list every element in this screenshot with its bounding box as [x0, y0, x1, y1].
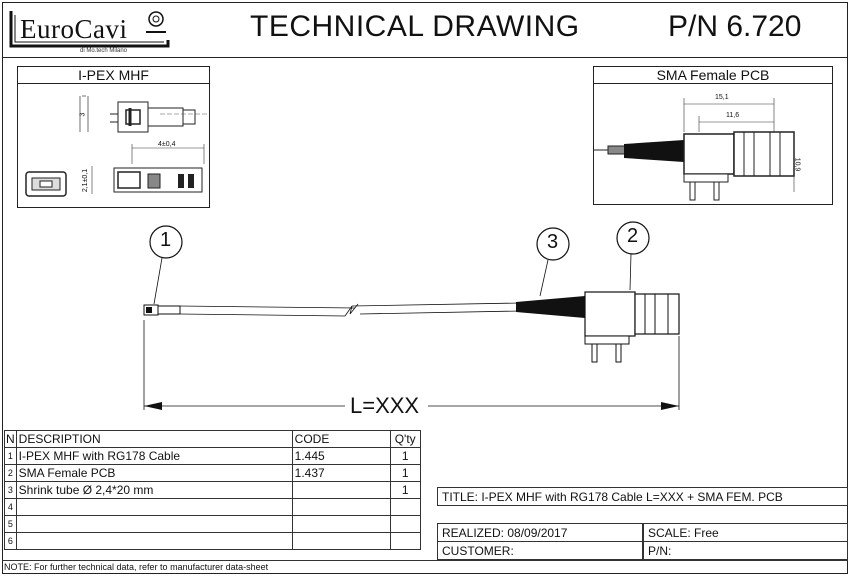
- header-divider: [2, 57, 848, 58]
- logo-text: EuroCavi: [20, 14, 128, 44]
- logo-frame-icon: [9, 11, 170, 48]
- bom-header-description: DESCRIPTION: [15, 430, 293, 448]
- bom-header-n: N: [4, 430, 17, 448]
- bom-cell-description: [15, 515, 293, 533]
- bom-cell-qty: [389, 498, 421, 516]
- bom-cell-description: SMA Female PCB: [15, 464, 293, 482]
- bom-cell-qty: 1: [389, 447, 421, 465]
- footer-note: NOTE: For further technical data, refer …: [4, 562, 269, 572]
- bom-cell-code: [291, 498, 391, 516]
- length-dimension-label: L=XXX: [350, 393, 420, 418]
- bom-header-qty: Q'ty: [389, 430, 421, 448]
- page-title: TECHNICAL DRAWING: [250, 10, 580, 43]
- sma-detail-panel: SMA Female PCB 15,1 11,6 10,9: [593, 66, 833, 205]
- bom-cell-n: 1: [4, 447, 17, 465]
- title-block-pn: P/N:: [643, 541, 848, 560]
- callout-2: 2: [627, 225, 639, 247]
- bom-header-code: CODE: [291, 430, 391, 448]
- bom-cell-qty: [389, 532, 421, 550]
- bom-cell-code: [291, 532, 391, 550]
- bom-cell-n: 2: [4, 464, 17, 482]
- table-row: 5: [4, 515, 421, 533]
- sma-panel-title: SMA Female PCB: [594, 67, 832, 84]
- logo-subtitle: di Mo.tech Milano: [80, 48, 128, 54]
- table-row: 6: [4, 532, 421, 550]
- bom-table: N DESCRIPTION CODE Q'ty 1 I-PEX MHF with…: [4, 430, 421, 550]
- title-block-realized: REALIZED: 08/09/2017: [437, 523, 643, 542]
- bom-cell-qty: 1: [389, 481, 421, 499]
- bom-cell-n: 3: [4, 481, 17, 499]
- table-row: 3 Shrink tube Ø 2,4*20 mm 1: [4, 481, 421, 499]
- ipex-dim-length: 4±0,4: [158, 141, 176, 148]
- logo: EuroCavi di Mo.tech Milano: [8, 8, 176, 54]
- note-divider: [2, 560, 848, 561]
- bom-cell-qty: [389, 515, 421, 533]
- ipex-detail-panel: I-PEX MHF 3 4±0,4 2,1±0,1: [17, 66, 210, 208]
- bom-cell-code: [291, 515, 391, 533]
- sma-dim-overall-length: 15,1: [715, 94, 729, 101]
- callout-3: 3: [547, 231, 559, 253]
- title-block-customer: CUSTOMER:: [437, 541, 643, 560]
- bom-cell-description: Shrink tube Ø 2,4*20 mm: [15, 481, 293, 499]
- bom-cell-code: 1.437: [291, 464, 391, 482]
- bom-cell-code: [291, 481, 391, 499]
- bom-cell-code: 1.445: [291, 447, 391, 465]
- table-row: 2 SMA Female PCB 1.437 1: [4, 464, 421, 482]
- bom-cell-description: [15, 532, 293, 550]
- bom-cell-description: [15, 498, 293, 516]
- cable-assembly-drawing: [143, 221, 680, 410]
- part-number: P/N 6.720: [668, 10, 802, 43]
- bom-cell-n: 4: [4, 498, 17, 516]
- bom-cell-qty: 1: [389, 464, 421, 482]
- ipex-dim-thickness: 2,1±0,1: [82, 168, 90, 193]
- sma-dim-body-length: 11,6: [726, 112, 740, 119]
- sma-dim-height: 10,9: [793, 157, 801, 172]
- ipex-dim-height: 3: [79, 112, 87, 117]
- table-row: 4: [4, 498, 421, 516]
- ipex-connector-drawing: [25, 95, 208, 197]
- table-row: 1 I-PEX MHF with RG178 Cable 1.445 1: [4, 447, 421, 465]
- bom-cell-n: 6: [4, 532, 17, 550]
- bom-cell-n: 5: [4, 515, 17, 533]
- ipex-panel-title: I-PEX MHF: [18, 67, 209, 84]
- bom-header-row: N DESCRIPTION CODE Q'ty: [4, 430, 421, 448]
- title-block-scale: SCALE: Free: [643, 523, 848, 542]
- bom-cell-description: I-PEX MHF with RG178 Cable: [15, 447, 293, 465]
- title-block-title: TITLE: I-PEX MHF with RG178 Cable L=XXX …: [437, 487, 848, 506]
- sma-connector-drawing: [594, 98, 795, 201]
- callout-1: 1: [160, 229, 172, 251]
